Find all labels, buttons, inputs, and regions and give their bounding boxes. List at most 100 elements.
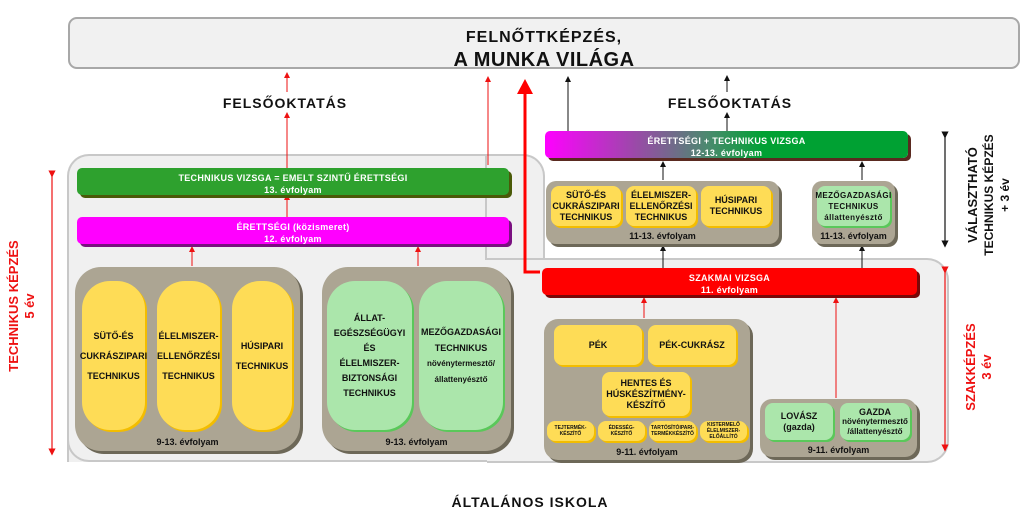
- card-line: ÁLLAT-: [353, 312, 386, 323]
- card-line: TECHNIKUS: [343, 387, 396, 398]
- card-line: BIZTONSÁGI: [341, 372, 398, 383]
- card-line: HÚSIPARI: [240, 340, 284, 351]
- program-card: MEZŐGAZDASÁGI TECHNIKUS növénytermesztő/ál…: [419, 281, 503, 430]
- card-line: ÉLELMISZER-: [706, 428, 741, 434]
- right-upper-line2: TECHNIKUS KÉPZÉS: [982, 134, 996, 256]
- bar-grade: 12-13. évfolyam: [690, 148, 763, 158]
- bar-grade: 11. évfolyam: [700, 285, 759, 295]
- right-upper-track-label: VÁLASZTHATÓ TECHNIKUS KÉPZÉS + 3 év: [965, 115, 1015, 275]
- right-lower-title: SZAKKÉPZÉS: [963, 323, 978, 411]
- top-box-line1: FELNŐTTKÉPZÉS,: [465, 29, 623, 46]
- right-upper-line3: + 3 év: [998, 178, 1012, 212]
- card-line: LOVÁSZ: [780, 410, 818, 421]
- right-upper-line1: VÁLASZTHATÓ: [965, 147, 980, 243]
- card-line: GAZDA: [858, 406, 891, 417]
- card-line: ELLENŐRZÉSI: [157, 350, 221, 361]
- card-line: KÉSZÍTŐ: [610, 431, 633, 437]
- card-line: ÉDESSÉG-: [608, 425, 635, 431]
- card-line: állattenyésztő: [824, 212, 883, 222]
- top-box-line2: A MUNKA VILÁGA: [453, 49, 635, 71]
- card-line: TERMÉKKÉSZÍTŐ: [651, 431, 694, 437]
- left-track-label: TECHNIKUS KÉPZÉS 5 év: [6, 221, 40, 391]
- group-grade: 11-13. évfolyam: [629, 231, 696, 241]
- program-card: TARTÓSÍTÓIPARI-TERMÉKKÉSZÍTŐ: [649, 421, 696, 441]
- card-line: ÉLELMISZER-: [630, 189, 691, 200]
- card-line: HENTES ÉS: [620, 377, 672, 388]
- bar-grade: 13. évfolyam: [264, 185, 322, 195]
- card-line: TECHNIKUS: [434, 342, 488, 353]
- card-line: ÉLELMISZER-: [158, 330, 219, 341]
- tech-food-group: SÜTŐ-ÉS CUKRÁSZIPARI TECHNIKUS ÉLELMISZER-…: [75, 267, 300, 451]
- program-card: PÉK: [554, 325, 642, 365]
- card-line: TECHNIKUS: [709, 206, 763, 216]
- card-line: CUKRÁSZIPARI: [552, 200, 620, 211]
- card-line: PÉK: [588, 339, 608, 350]
- card-line: állattenyésztő: [434, 374, 488, 384]
- card-line: TECHNIKUS: [634, 211, 688, 222]
- card-line: /állattenyésztő: [847, 426, 903, 436]
- group-grade: 9-11. évfolyam: [616, 447, 678, 457]
- program-card: SÜTŐ-ÉS CUKRÁSZIPARI TECHNIKUS: [79, 281, 148, 430]
- card-line: TECHNIKUS: [235, 360, 289, 371]
- program-card: ÉDESSÉG-KÉSZÍTŐ: [598, 421, 645, 441]
- higher-education-label-left: FELSŐOKTATÁS: [222, 95, 348, 111]
- erettsegi-technikus-bar: ÉRETTSÉGI + TECHNIKUS VIZSGA 12-13. évfo…: [545, 131, 908, 158]
- card-line: EGÉSZSÉGÜGYI: [333, 327, 406, 338]
- card-line: TECHNIKUS: [162, 370, 215, 381]
- card-line: TEJTERMÉK-: [554, 425, 587, 431]
- card-line: TECHNIKUS: [828, 201, 879, 211]
- erettsegi-bar: ÉRETTSÉGI (közismeret) 12. évfolyam: [77, 217, 509, 244]
- technikus-vizsga-bar: TECHNIKUS VIZSGA = EMELT SZINTŰ ÉRETTSÉG…: [77, 168, 509, 195]
- bar-title: ÉRETTSÉGI (közismeret): [236, 222, 350, 232]
- program-card: PÉK-CUKRÁSZ: [648, 325, 736, 365]
- group-grade: 11-13. évfolyam: [820, 231, 887, 241]
- main-red-arrowhead: [517, 79, 533, 94]
- bar-grade: 12. évfolyam: [264, 234, 322, 244]
- card-line: KISTERMELŐ: [707, 422, 740, 428]
- bar-title: SZAKMAI VIZSGA: [688, 273, 771, 283]
- card-line: TECHNIKUS: [87, 370, 140, 381]
- card-line: ÉS: [363, 342, 376, 353]
- card-line: SÜTŐ-ÉS: [565, 189, 606, 200]
- card-line: CUKRÁSZIPARI: [79, 350, 148, 361]
- bar-title: TECHNIKUS VIZSGA = EMELT SZINTŰ ÉRETTSÉG…: [178, 173, 408, 183]
- main-red-arrow: [523, 92, 540, 274]
- card-line: KÉSZÍTŐ: [626, 399, 666, 410]
- group-grade: 9-13. évfolyam: [385, 437, 448, 447]
- card-line: HÚSIPARI: [714, 195, 758, 205]
- adult-education-world-of-work-box: FELNŐTTKÉPZÉS, A MUNKA VILÁGA: [68, 17, 1020, 71]
- card-line: (gazda): [783, 421, 815, 432]
- program-card: LOVÁSZ(gazda): [765, 403, 833, 440]
- program-card: HÚSIPARI TECHNIKUS: [232, 281, 292, 430]
- card-line: TARTÓSÍTÓIPARI-: [650, 425, 695, 431]
- bar-title: ÉRETTSÉGI + TECHNIKUS VIZSGA: [647, 136, 806, 146]
- group-grade: 9-13. évfolyam: [156, 437, 219, 447]
- card-line: KÉSZÍTŐ: [559, 431, 582, 437]
- card-line: PÉK-CUKRÁSZ: [659, 339, 725, 350]
- card-line: TECHNIKUS: [559, 211, 613, 222]
- card-line: ELŐÁLLÍTÓ: [709, 434, 738, 440]
- right-lower-years: 3 év: [979, 354, 994, 380]
- card-line: növénytermesztő/: [426, 358, 496, 368]
- program-card: TEJTERMÉK-KÉSZÍTŐ: [547, 421, 594, 441]
- card-line: HÚSKÉSZÍTMÉNY-: [606, 388, 686, 399]
- card-line: SÜTŐ-ÉS: [93, 330, 134, 341]
- left-track-title: TECHNIKUS KÉPZÉS: [6, 240, 21, 372]
- left-track-years: 5 év: [22, 293, 37, 319]
- card-line: MEZŐGAZDASÁGI: [421, 326, 501, 337]
- szakmai-vizsga-bar: SZAKMAI VIZSGA 11. évfolyam: [542, 268, 917, 295]
- right-lower-track-label: SZAKKÉPZÉS 3 év: [963, 307, 997, 427]
- program-card: ÉLELMISZER- ELLENŐRZÉSI TECHNIKUS: [157, 281, 220, 430]
